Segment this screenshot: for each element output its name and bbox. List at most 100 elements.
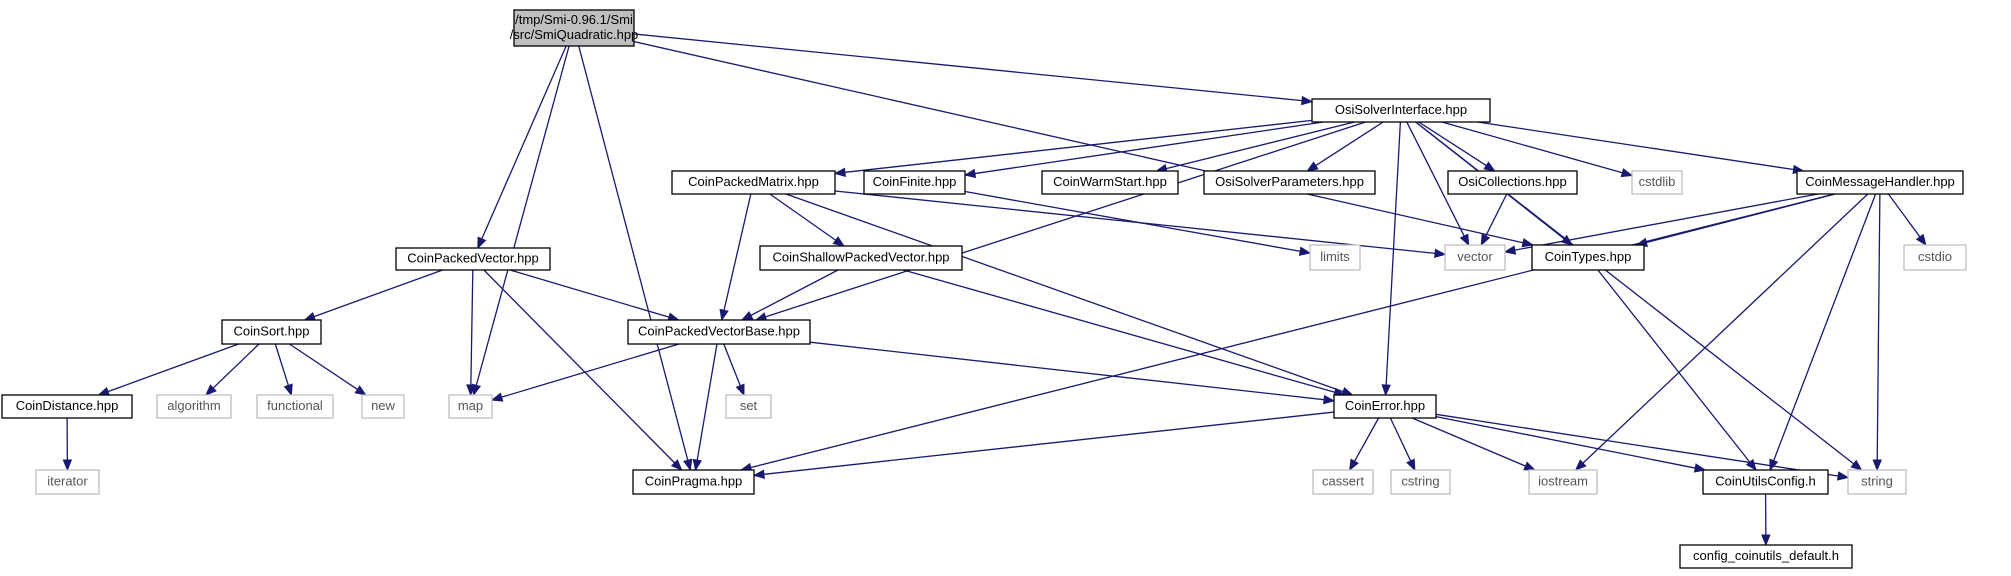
node-cspv-label: CoinShallowPackedVector.hpp (772, 249, 949, 264)
edge-cpv-to-cpvb (509, 269, 670, 318)
node-set: set (725, 394, 772, 419)
node-osi[interactable]: OsiSolverInterface.hpp (1311, 98, 1491, 123)
edge-osi-to-warm (1166, 121, 1355, 170)
edge-osi-to-cstdlib (1441, 121, 1623, 174)
edge-error-to-cassert (1353, 417, 1380, 462)
edge-cmh-to-string (1876, 193, 1881, 461)
node-new-label: new (371, 398, 395, 413)
node-root-label: /tmp/Smi-0.96.1/Smi (515, 12, 633, 27)
arrowhead-osi-to-finite (963, 168, 977, 179)
node-sort-label: CoinSort.hpp (234, 323, 310, 338)
edge-root-to-pragma (578, 45, 689, 461)
arrowhead-cspv-to-cpvb (740, 310, 754, 321)
node-warm[interactable]: CoinWarmStart.hpp (1041, 170, 1179, 195)
node-functional-box (256, 394, 334, 419)
node-functional: functional (256, 394, 334, 419)
node-config[interactable]: CoinUtilsConfig.h (1702, 469, 1829, 495)
node-iterator: iterator (35, 469, 100, 495)
node-warm-box (1041, 170, 1179, 195)
node-osi-box (1311, 98, 1491, 123)
edge-cspv-to-cpvb (750, 269, 839, 316)
node-limits-label: limits (1320, 249, 1350, 264)
node-cmh-box (1796, 170, 1964, 195)
node-set-label: set (740, 398, 758, 413)
node-cdef[interactable]: config_coinutils_default.h (1679, 544, 1853, 569)
node-sort[interactable]: CoinSort.hpp (221, 319, 322, 345)
edge-cmh-to-vector (1514, 193, 1819, 251)
node-cpv-box (395, 247, 551, 271)
node-cspv[interactable]: CoinShallowPackedVector.hpp (759, 245, 963, 271)
node-cmh-label: CoinMessageHandler.hpp (1805, 174, 1955, 189)
arrowhead-osi-to-osic (1483, 161, 1496, 172)
arrowhead-sort-to-new (354, 385, 367, 396)
node-osic[interactable]: OsiCollections.hpp (1447, 170, 1578, 195)
node-pragma-box (632, 469, 755, 495)
node-pragma[interactable]: CoinPragma.hpp (632, 469, 755, 495)
arrowhead-types-to-config (1745, 458, 1757, 472)
node-cstdio: cstdio (1903, 244, 1967, 271)
arrowhead-error-to-pragma (752, 469, 765, 479)
node-types[interactable]: CoinTypes.hpp (1531, 244, 1645, 271)
node-root-box (513, 9, 635, 47)
node-vector-box (1444, 244, 1506, 271)
node-cpm[interactable]: CoinPackedMatrix.hpp (671, 170, 836, 195)
edge-osi-to-finite (974, 121, 1324, 175)
node-finite-label: CoinFinite.hpp (873, 174, 957, 189)
arrowhead-sort-to-functional (283, 383, 293, 397)
node-string: string (1847, 469, 1907, 495)
node-vector-label: vector (1457, 249, 1493, 264)
edge-cmh-to-iostream (1582, 193, 1869, 464)
node-dist-box (1, 394, 133, 419)
node-osip[interactable]: OsiSolverParameters.hpp (1203, 170, 1376, 195)
edge-cmh-to-cstdio (1887, 193, 1921, 238)
edge-cpvb-to-set (723, 343, 741, 386)
edge-cpvb-to-pragma (696, 343, 718, 461)
arrowhead-osi-to-vector (1459, 233, 1470, 247)
node-string-label: string (1861, 473, 1893, 488)
node-finite[interactable]: CoinFinite.hpp (863, 170, 966, 195)
node-map-label: map (458, 398, 483, 413)
arrowhead-cpvb-to-map (490, 392, 504, 402)
edge-cpvb-to-map (501, 343, 680, 398)
arrowhead-config-to-cdef (1761, 534, 1771, 547)
arrowhead-cmh-to-string (1872, 459, 1882, 472)
arrowhead-error-to-cassert (1349, 458, 1359, 472)
node-cpvb[interactable]: CoinPackedVectorBase.hpp (627, 319, 811, 345)
node-error-label: CoinError.hpp (1345, 398, 1425, 413)
node-error-box (1333, 394, 1437, 419)
node-iterator-label: iterator (47, 473, 88, 488)
node-algorithm-box (156, 394, 232, 419)
edge-error-to-pragma (763, 411, 1335, 475)
node-error[interactable]: CoinError.hpp (1333, 394, 1437, 419)
edge-cpm-to-cpvb (723, 193, 752, 311)
arrowhead-cpvb-to-pragma (692, 458, 702, 472)
node-root[interactable]: /tmp/Smi-0.96.1/Smi/src/SmiQuadratic.hpp (510, 9, 639, 47)
edge-osi-to-cmh (1477, 121, 1794, 171)
node-iostream-box (1528, 469, 1598, 495)
arrowhead-root-to-types (1521, 238, 1535, 248)
edge-cmh-to-config (1773, 193, 1877, 461)
edge-error-to-string (1435, 413, 1839, 477)
node-vector: vector (1444, 244, 1506, 271)
edge-finite-to-limits (964, 190, 1301, 252)
node-cstring: cstring (1390, 469, 1451, 495)
node-cmh[interactable]: CoinMessageHandler.hpp (1796, 170, 1964, 195)
node-dist[interactable]: CoinDistance.hpp (1, 394, 133, 419)
arrowhead-cmh-to-config (1769, 458, 1779, 472)
edge-root-to-map (475, 45, 570, 386)
edge-osi-to-vector (1406, 121, 1465, 237)
node-new: new (361, 394, 405, 419)
arrowhead-cpvb-to-set (735, 383, 745, 397)
arrowhead-error-to-cstring (1406, 458, 1416, 472)
edge-sort-to-new (289, 343, 358, 390)
arrowhead-osi-to-osip (1306, 161, 1319, 172)
arrowhead-sort-to-dist (97, 386, 111, 396)
arrowhead-osic-to-vector (1480, 233, 1491, 247)
node-cpv[interactable]: CoinPackedVector.hpp (395, 247, 551, 271)
node-cpv-label: CoinPackedVector.hpp (407, 250, 539, 265)
edge-error-to-config (1435, 415, 1696, 469)
arrowhead-cpm-to-vector (1434, 248, 1447, 259)
node-pragma-label: CoinPragma.hpp (645, 473, 743, 488)
edge-osic-to-vector (1485, 193, 1508, 237)
arrowhead-finite-to-limits (1298, 246, 1312, 256)
